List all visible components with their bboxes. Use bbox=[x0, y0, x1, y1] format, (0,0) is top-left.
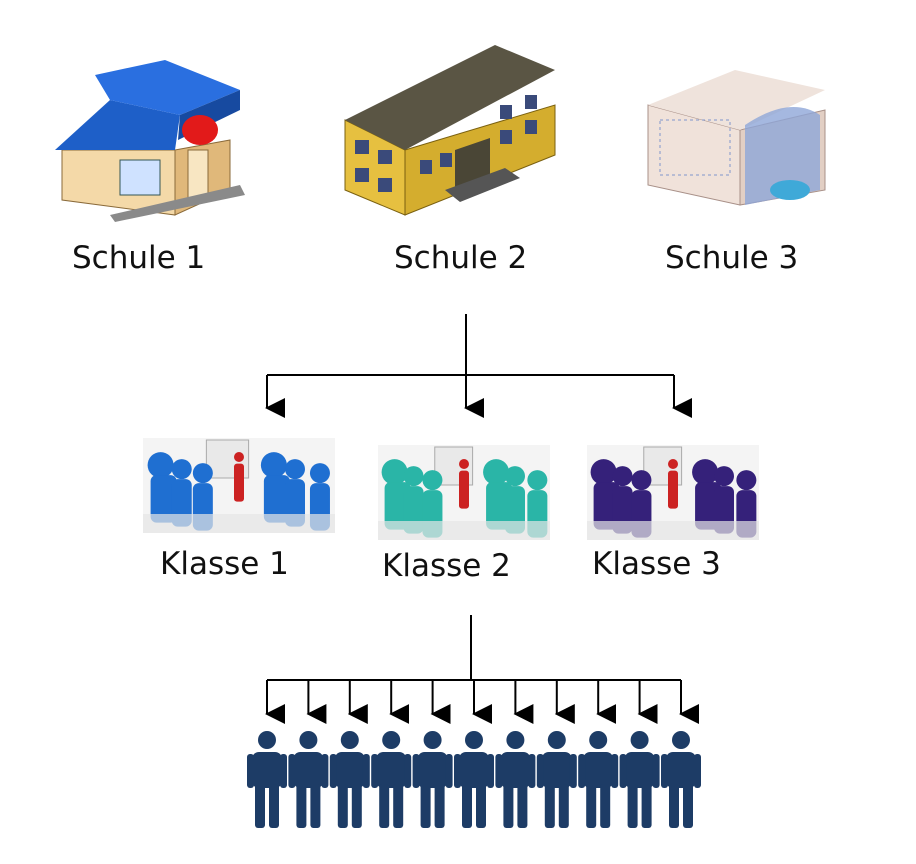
school-2-icon bbox=[344, 45, 556, 216]
school-connectors bbox=[265, 314, 692, 418]
student-icon bbox=[619, 731, 660, 828]
student-icon bbox=[288, 731, 329, 828]
student-icon bbox=[578, 731, 619, 828]
student-icon bbox=[247, 731, 287, 828]
class-2-icon bbox=[378, 445, 550, 540]
student-icon bbox=[329, 731, 370, 828]
class-2-label: Klasse 2 bbox=[382, 548, 511, 584]
school-3-icon bbox=[647, 70, 826, 206]
school-3-label: Schule 3 bbox=[665, 240, 799, 276]
student-icon bbox=[412, 731, 453, 828]
class-1-label: Klasse 1 bbox=[160, 546, 289, 582]
student-icon bbox=[536, 731, 577, 828]
student-icon bbox=[454, 731, 494, 828]
class-3-label: Klasse 3 bbox=[592, 546, 721, 582]
student-icon bbox=[371, 731, 412, 828]
school-2-label: Schule 2 bbox=[394, 240, 528, 276]
class-3-icon bbox=[587, 445, 759, 540]
school-1-icon bbox=[55, 60, 245, 222]
student-icon bbox=[661, 731, 701, 828]
class-connectors bbox=[265, 615, 699, 724]
class-1-icon bbox=[143, 438, 335, 533]
school-1-label: Schule 1 bbox=[72, 240, 206, 276]
student-icon bbox=[495, 731, 536, 828]
